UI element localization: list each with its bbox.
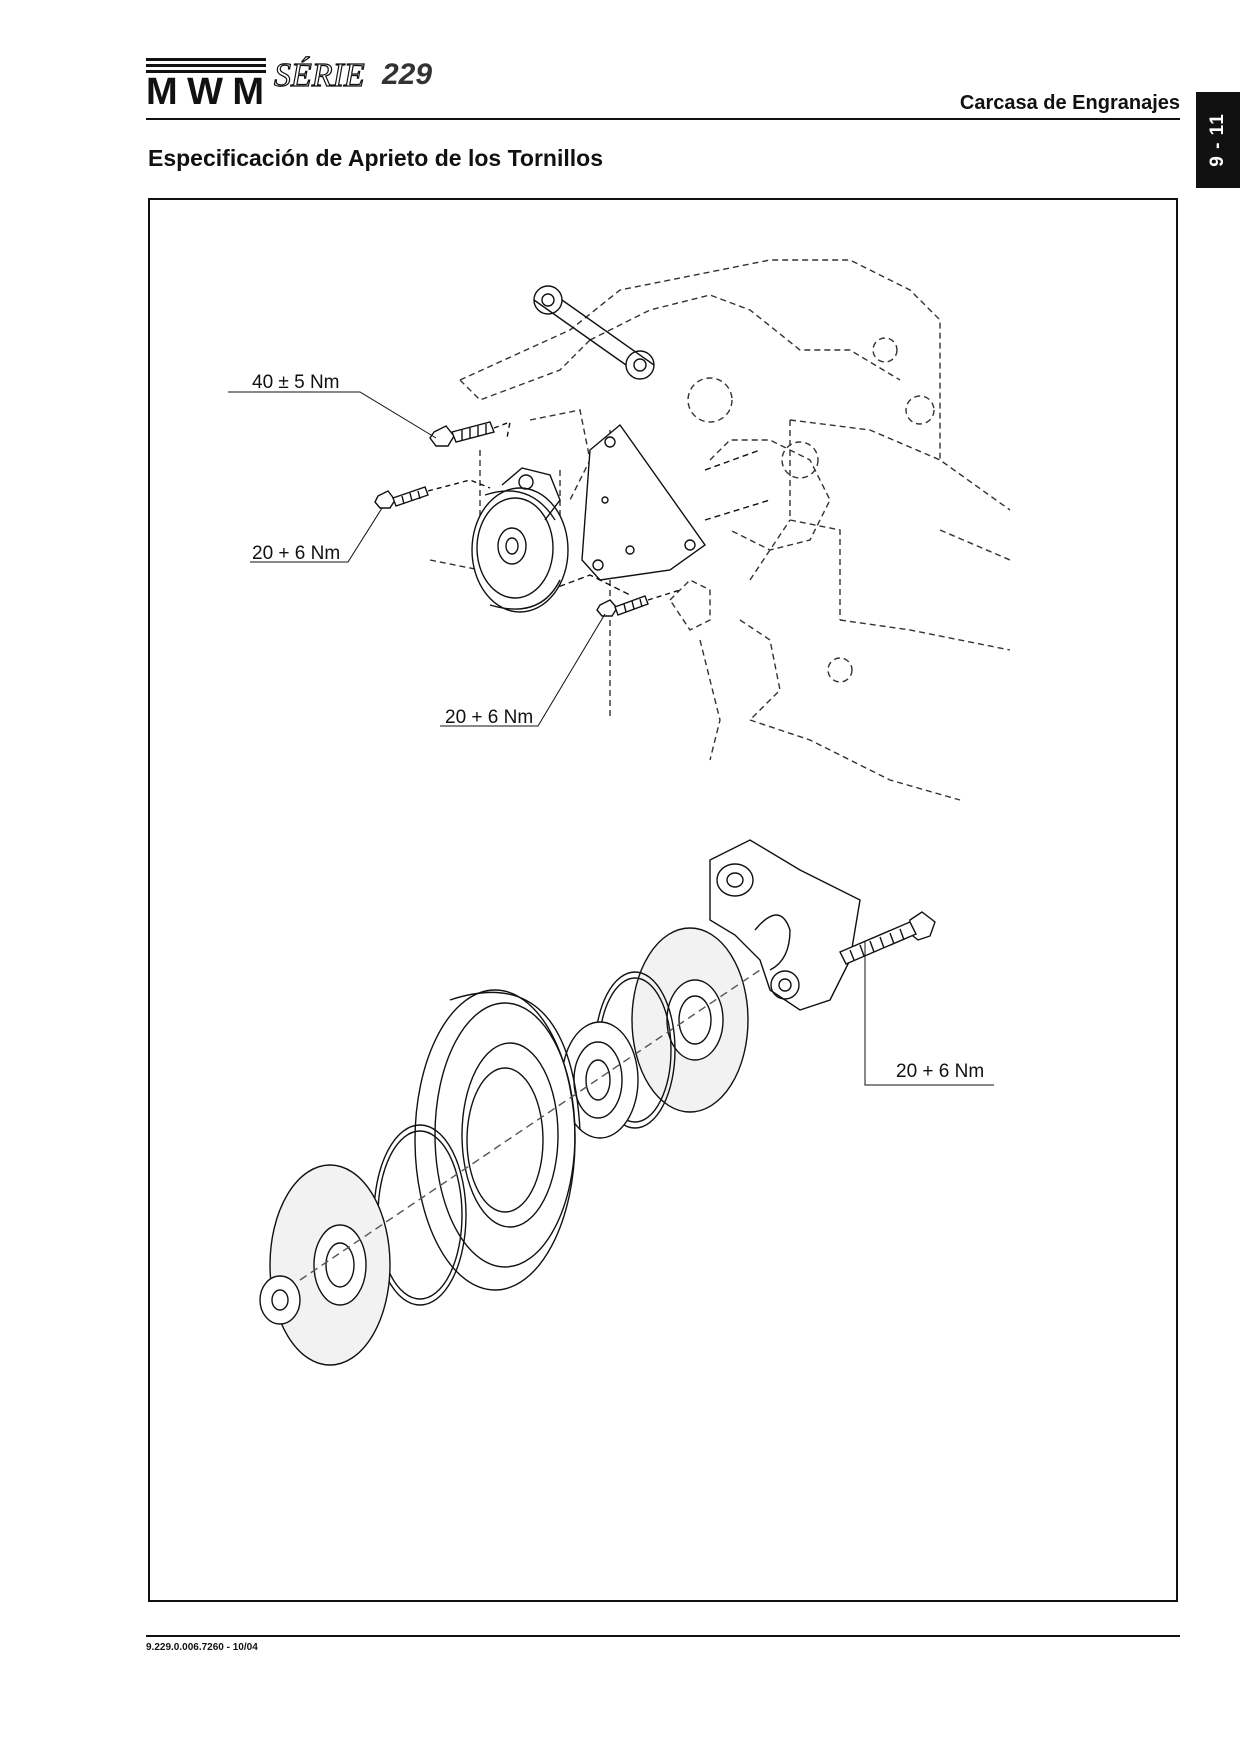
header-divider — [146, 118, 1180, 120]
svg-text:MWM: MWM — [146, 71, 264, 113]
svg-text:229: 229 — [381, 58, 432, 91]
torque-label-top-bolt: 40 ± 5 Nm — [252, 372, 340, 393]
figure-frame — [148, 198, 1178, 1602]
torque-label-lower-bolt: 20 + 6 Nm — [445, 707, 534, 728]
page-title: Especificación de Aprieto de los Tornill… — [148, 145, 603, 171]
torque-label-left-bolt: 20 + 6 Nm — [252, 543, 341, 564]
page-tab: 9 - 11 — [1196, 92, 1240, 188]
svg-text:SÉRIE: SÉRIE — [274, 57, 365, 94]
document-number: 9.229.0.006.7260 - 10/04 — [146, 1642, 258, 1653]
brand-logo: MWM SÉRIE 229 — [146, 52, 476, 114]
torque-label-long-bolt: 20 + 6 Nm — [896, 1061, 985, 1082]
footer-divider — [146, 1635, 1180, 1637]
section-name: Carcasa de Engranajes — [959, 92, 1180, 114]
exploded-assembly-illustration — [228, 259, 1011, 1366]
page-tab-label: 9 - 11 — [1207, 113, 1229, 167]
